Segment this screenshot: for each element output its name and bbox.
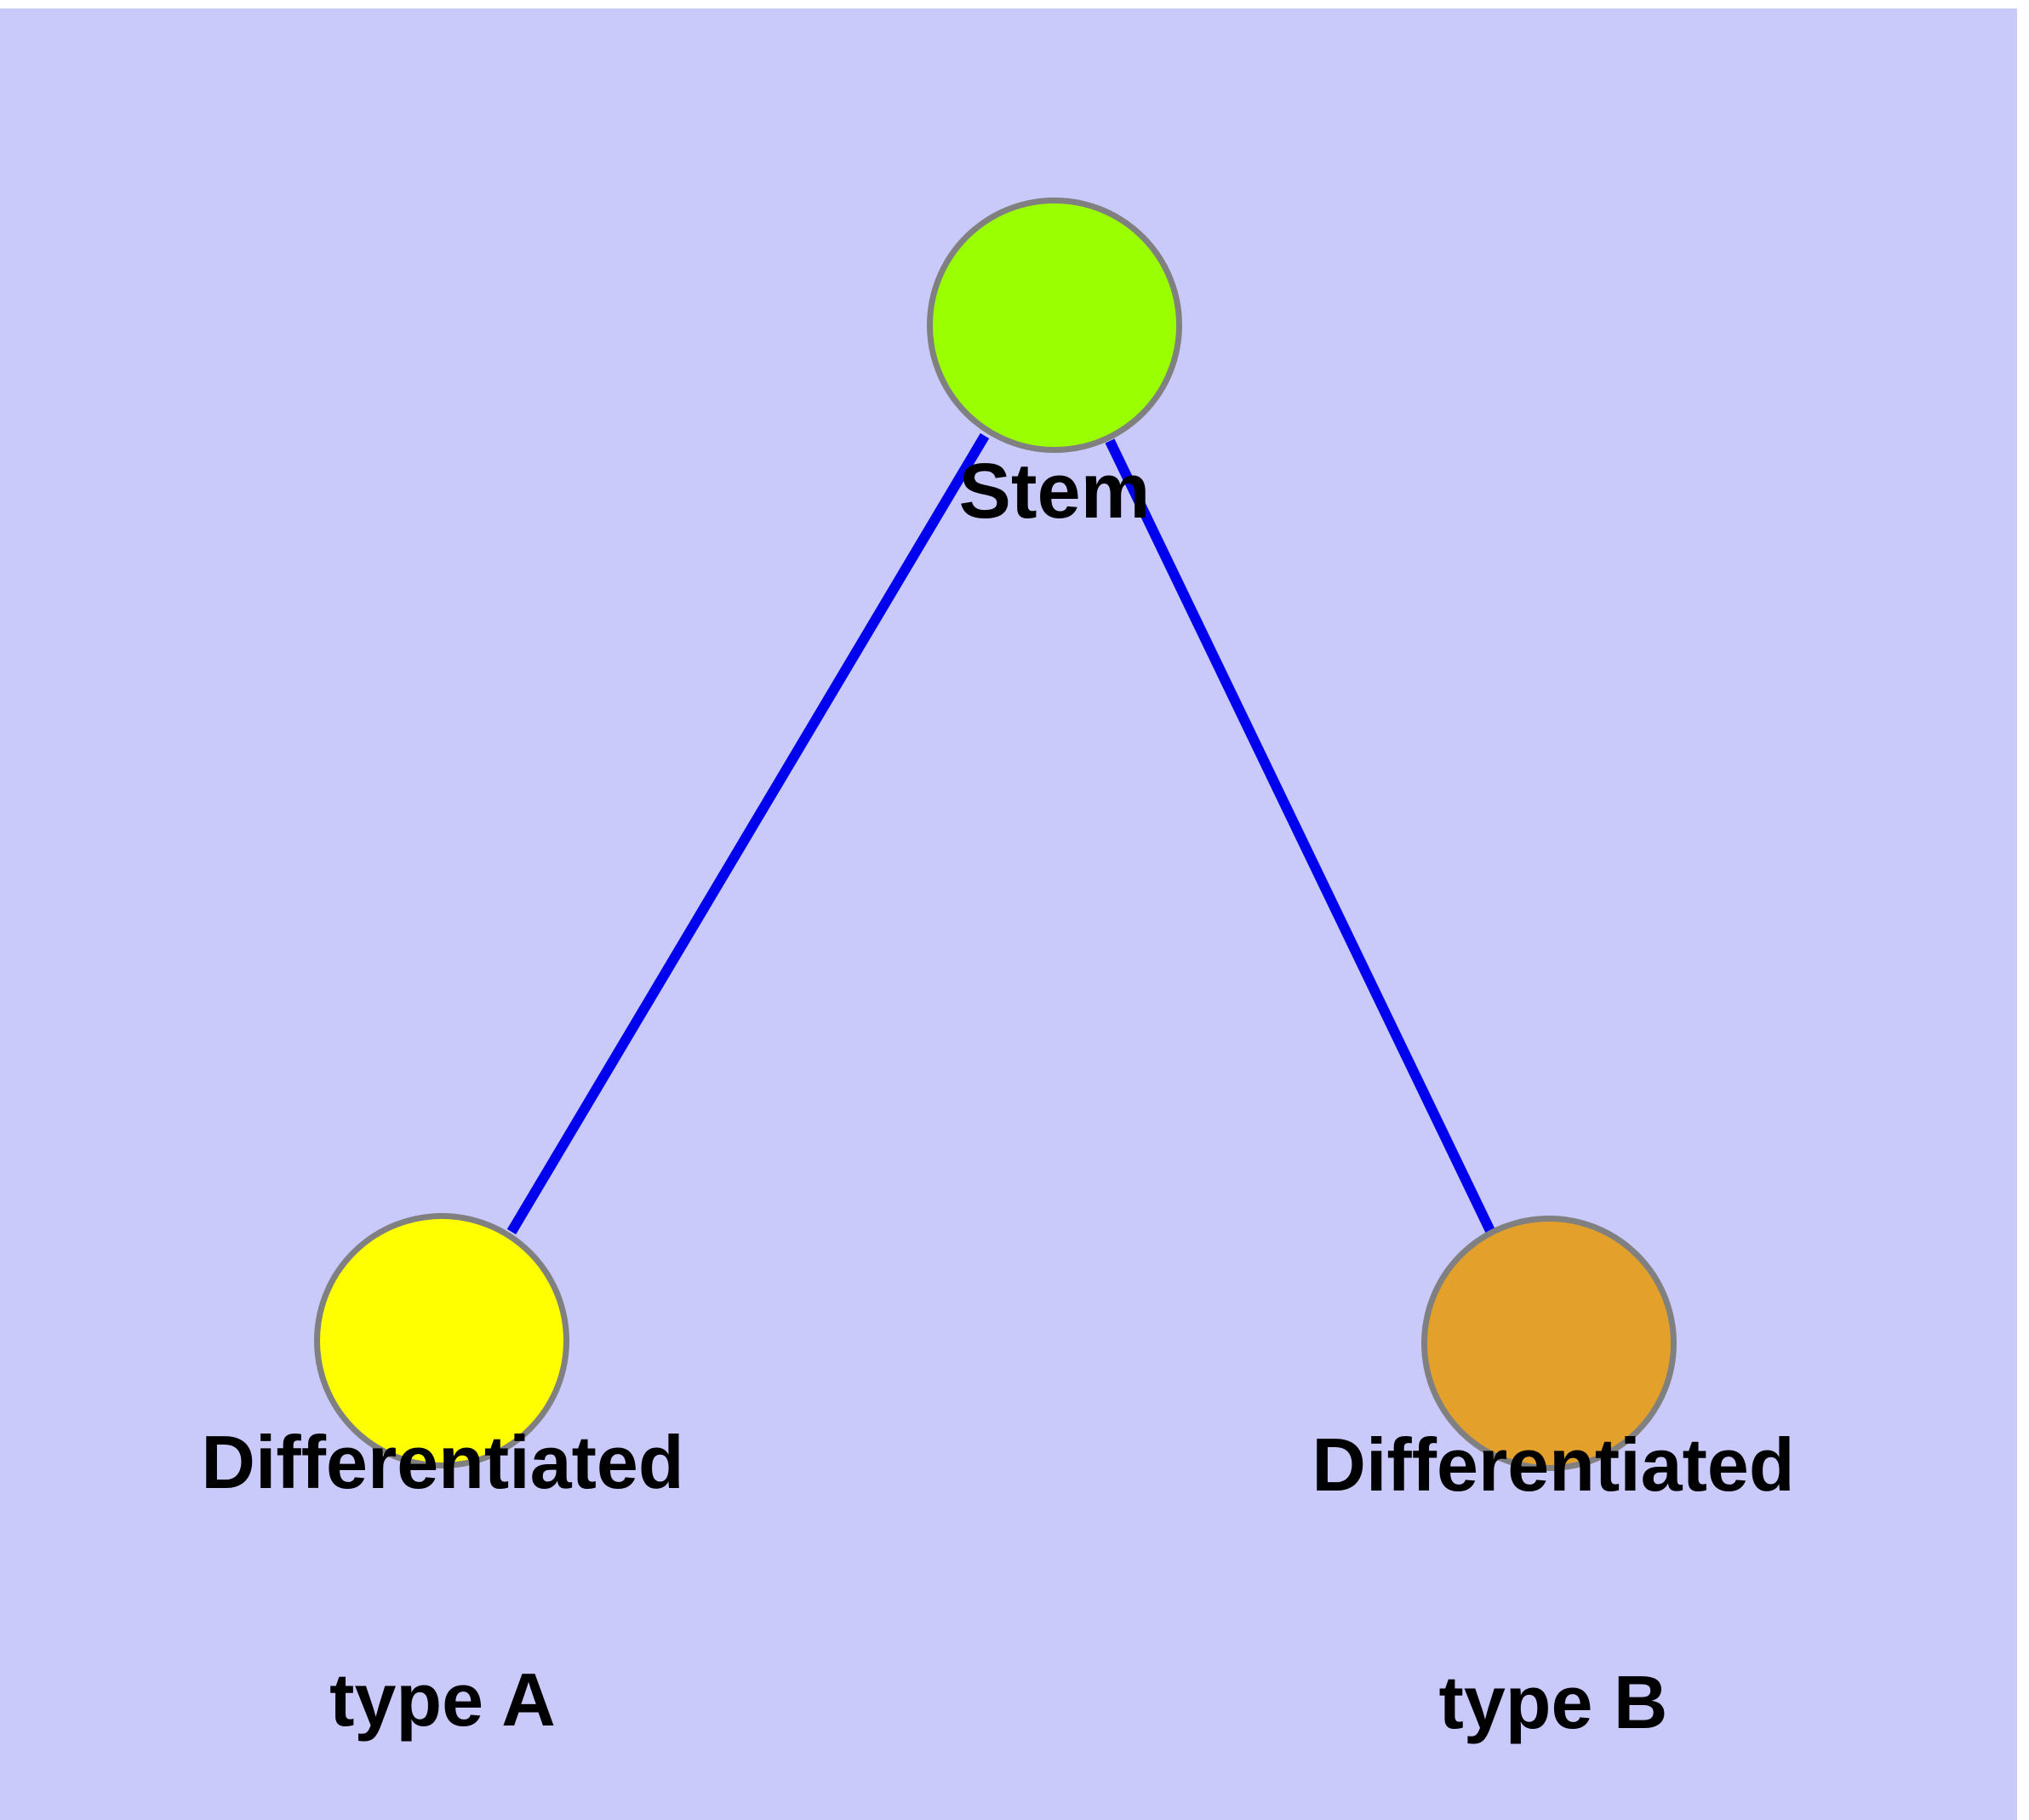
edge-stem-to-differentiated-type-a xyxy=(506,432,990,1235)
diagram-plot-area: Stem Differentiated type A Differentiate… xyxy=(0,9,2017,1820)
node-differentiated-type-a[interactable] xyxy=(314,1213,569,1468)
node-differentiated-type-b[interactable] xyxy=(1421,1216,1677,1471)
edge-group xyxy=(506,432,1496,1235)
edge-stem-to-differentiated-type-b xyxy=(1105,438,1496,1235)
node-group xyxy=(314,197,1677,1471)
node-link-graph xyxy=(314,197,1677,1471)
node-stem[interactable] xyxy=(927,197,1182,453)
